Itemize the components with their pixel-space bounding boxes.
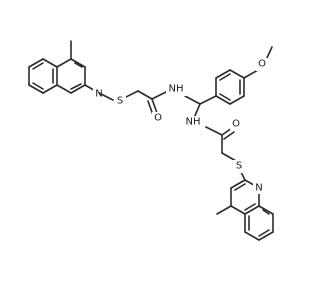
bond xyxy=(137,90,153,100)
top-quinoline-nitrogen: N xyxy=(93,88,105,100)
svg-text:O: O xyxy=(258,59,266,70)
bond-double-inner xyxy=(244,203,256,211)
bond-c-o-double xyxy=(223,131,235,140)
bond-double-inner xyxy=(32,82,44,90)
svg-text:S: S xyxy=(117,96,123,107)
bond xyxy=(230,179,246,189)
bond xyxy=(151,90,169,100)
bond xyxy=(215,95,231,105)
bottom-amide-nh: NH xyxy=(183,116,203,129)
bond xyxy=(28,84,44,94)
bond xyxy=(244,231,260,241)
bond xyxy=(42,58,58,68)
bond xyxy=(123,90,139,99)
bond xyxy=(70,84,86,94)
svg-text:NH: NH xyxy=(186,117,201,128)
bond xyxy=(42,84,58,94)
bond xyxy=(70,58,86,68)
bond xyxy=(244,205,260,215)
bond xyxy=(230,205,246,215)
bond-double-inner xyxy=(219,93,231,101)
bond-aryl-o xyxy=(243,69,259,79)
bond-double-inner xyxy=(234,183,246,191)
bottom-carbonyl-oxygen: O xyxy=(230,118,242,130)
methyl-bond xyxy=(216,205,232,215)
bottom-quinoline-nitrogen: N xyxy=(253,182,265,194)
bond-double-inner xyxy=(74,62,83,68)
methoxy-oxygen: O xyxy=(256,58,268,71)
molecule-structure-diagram: N S O NH O NH O S N xyxy=(28,40,274,241)
bond xyxy=(221,152,237,162)
methoxyphenyl-ring xyxy=(215,46,273,105)
top-carbonyl-oxygen: O xyxy=(152,112,164,124)
svg-text:N: N xyxy=(255,183,262,194)
bond xyxy=(199,95,217,105)
bond xyxy=(240,171,246,181)
svg-text:NH: NH xyxy=(169,84,184,95)
svg-text:S: S xyxy=(236,161,242,172)
svg-text:O: O xyxy=(232,119,240,130)
bond xyxy=(56,58,72,68)
top-quinoline-ring xyxy=(28,40,100,94)
bond-double-inner xyxy=(219,73,231,81)
bond xyxy=(28,58,44,68)
bottom-linker xyxy=(205,126,246,181)
bond xyxy=(229,95,245,105)
bond xyxy=(205,126,223,136)
bond xyxy=(98,92,114,101)
top-amide-nh: NH xyxy=(166,83,186,96)
bond-double-inner xyxy=(70,83,82,90)
bond-c-o xyxy=(151,98,158,114)
bond xyxy=(193,103,201,119)
central-methine xyxy=(184,95,217,119)
bond xyxy=(215,69,231,79)
bond-o-methyl xyxy=(265,46,273,61)
bond xyxy=(258,205,274,215)
bond xyxy=(229,69,245,79)
bottom-sulfur-atom: S xyxy=(233,160,245,173)
svg-text:N: N xyxy=(95,89,102,100)
bond xyxy=(184,95,201,105)
bond-double-inner xyxy=(32,62,44,70)
bond xyxy=(258,231,274,241)
bond-double-inner xyxy=(262,209,270,215)
top-linker xyxy=(123,90,169,116)
svg-text:O: O xyxy=(154,113,162,124)
bond xyxy=(56,84,72,94)
top-sulfur-atom: S xyxy=(114,94,126,107)
bond-double-inner xyxy=(258,229,270,237)
